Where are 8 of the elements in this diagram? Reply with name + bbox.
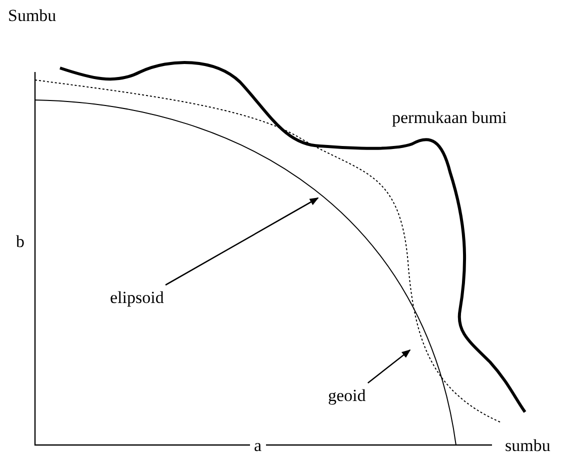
leader-arrow <box>165 197 319 286</box>
callout-text: elipsoid <box>110 288 164 308</box>
axis-label: Sumbu <box>8 6 56 26</box>
leader-arrow <box>367 349 411 384</box>
surface-label: permukaan bumi <box>392 108 507 128</box>
callout-text: geoid <box>328 386 366 406</box>
axis-label: sumbu <box>505 436 550 456</box>
axis-label: b <box>16 232 24 252</box>
